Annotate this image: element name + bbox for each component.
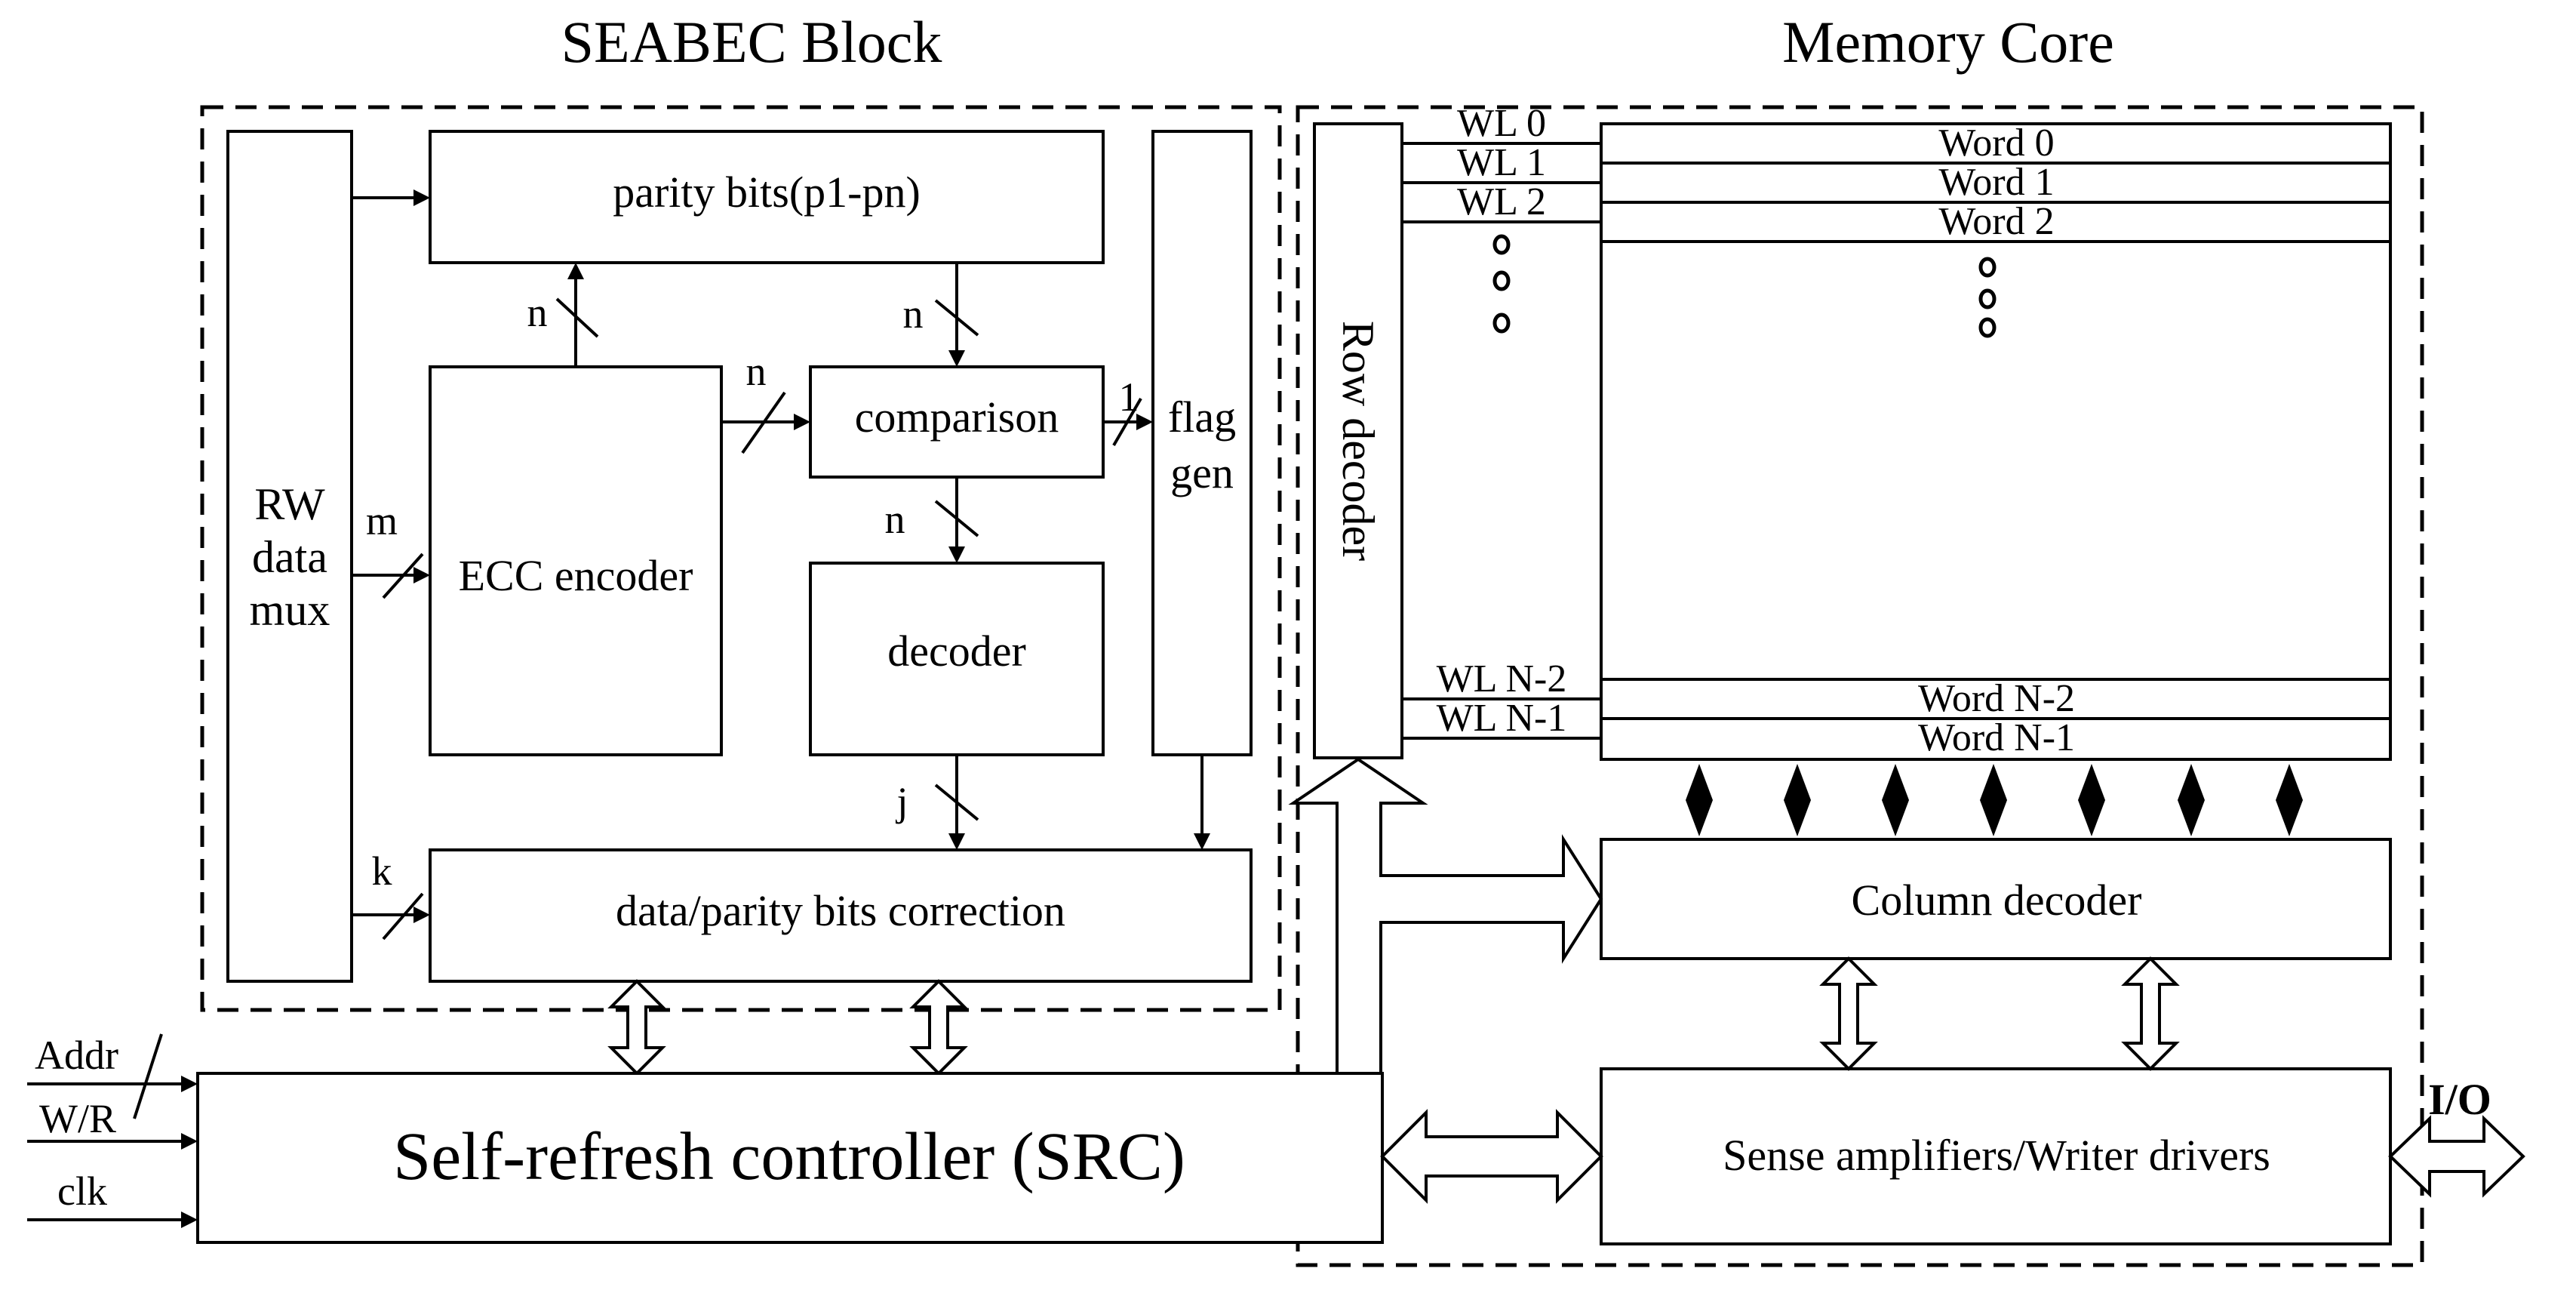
src-to-decoders-arrow <box>1288 757 1603 1075</box>
addr-bus-slash <box>133 1033 163 1119</box>
ecc-encoder-label: ECC encoder <box>459 551 693 600</box>
bus-label-m: m <box>366 498 398 543</box>
data-parity-correction-box: data/parity bits correction <box>429 848 1253 983</box>
bus-label-n-encoder: n <box>527 290 548 335</box>
wordline-label-1: WL 1 <box>1457 141 1546 184</box>
comparison-label: comparison <box>855 393 1059 442</box>
bus-label-n-decoder: n <box>885 497 905 542</box>
column-decoder-label: Column decoder <box>1852 876 2142 925</box>
rw-mux-label-1: RW <box>254 479 325 529</box>
bus-label-n-parity: n <box>903 291 924 337</box>
flag-gen-label-2: gen <box>1170 448 1234 497</box>
correction-label: data/parity bits correction <box>616 886 1065 935</box>
bus-slash-j <box>934 783 979 821</box>
bus-label-one: 1 <box>1119 374 1139 420</box>
bus-slash-one <box>1112 397 1142 447</box>
encoder-to-comparison-arrowhead <box>794 414 810 430</box>
addr-input-arrowhead <box>181 1076 198 1092</box>
bus-slash-n-parity <box>934 299 979 337</box>
sense-amplifiers-box: Sense amplifiers/Writer drivers <box>1600 1067 2392 1245</box>
wordline-ellipsis <box>1492 234 1511 334</box>
bus-label-n-compare: n <box>746 349 767 394</box>
seabec-block-region <box>200 105 1282 1012</box>
parity-to-comparison-arrowhead <box>948 350 965 367</box>
bus-slash-k <box>382 892 424 941</box>
bus-slash-m <box>382 553 424 599</box>
column-sense-double-arrow-2 <box>2121 956 2180 1071</box>
bitline-connectors <box>1686 764 2303 836</box>
clk-input-arrowhead <box>181 1211 198 1228</box>
comparison-box: comparison <box>809 365 1105 479</box>
self-refresh-controller-box: Self-refresh controller (SRC) <box>196 1072 1384 1244</box>
wordline-label-2: WL 2 <box>1457 180 1546 223</box>
rw-mux-label-2: data <box>252 532 327 582</box>
bus-slash-n-encoder <box>555 297 599 338</box>
word-label-0: Word 0 <box>1938 122 2054 165</box>
correction-src-double-arrow-1 <box>607 979 666 1076</box>
encoder-to-parity-arrowhead <box>567 263 584 279</box>
src-sense-double-arrow <box>1380 1109 1603 1204</box>
correction-src-double-arrow-2 <box>909 979 968 1076</box>
sense-amplifiers-label: Sense amplifiers/Writer drivers <box>1723 1131 2270 1180</box>
flag-gen-box: flag gen <box>1151 130 1253 756</box>
flag-gen-label-1: flag <box>1168 393 1236 442</box>
wr-input-label: W/R <box>39 1096 116 1141</box>
column-sense-double-arrow-1 <box>1819 956 1878 1071</box>
memory-core-title: Memory Core <box>1782 9 2114 75</box>
bus-slash-n-compare <box>741 391 786 454</box>
wordline-label-n-1: WL N-1 <box>1437 697 1567 740</box>
seabec-title: SEABEC Block <box>561 9 942 75</box>
io-double-arrow <box>2388 1115 2525 1198</box>
memory-array <box>1600 122 2392 761</box>
word-label-n-1: Word N-1 <box>1918 716 2075 759</box>
bus-label-k: k <box>372 848 392 894</box>
mux-to-encoder-arrowhead <box>413 567 430 583</box>
wr-input-arrowhead <box>181 1133 198 1150</box>
bus-slash-n-decoder <box>934 500 979 537</box>
column-decoder-box: Column decoder <box>1600 838 2392 960</box>
bus-label-j: j <box>895 779 908 824</box>
ecc-encoder-box: ECC encoder <box>429 365 723 756</box>
parity-bits-box: parity bits(p1-pn) <box>429 130 1105 264</box>
wordline-label-n-2: WL N-2 <box>1437 657 1567 700</box>
memory-core-region <box>1296 105 2424 1267</box>
comparison-to-flag-arrowhead <box>1136 414 1153 430</box>
rw-mux-label-3: mux <box>250 585 330 635</box>
src-label: Self-refresh controller (SRC) <box>393 1119 1185 1194</box>
row-decoder-label: Row decoder <box>1333 321 1383 561</box>
rw-data-mux: RW data mux <box>226 130 353 983</box>
mux-to-parity-arrowhead <box>413 189 430 206</box>
word-ellipsis <box>1978 257 1997 338</box>
decoder-to-correction-arrowhead <box>948 833 965 850</box>
word-label-2: Word 2 <box>1938 200 2054 243</box>
row-decoder-box: Row decoder <box>1313 122 1403 759</box>
decoder-label: decoder <box>887 626 1026 676</box>
decoder-box: decoder <box>809 562 1105 756</box>
word-label-1: Word 1 <box>1938 161 2054 204</box>
addr-input-label: Addr <box>35 1033 118 1078</box>
word-label-n-2: Word N-2 <box>1918 677 2075 720</box>
wordline-label-0: WL 0 <box>1457 102 1546 145</box>
comparison-to-decoder-arrowhead <box>948 546 965 563</box>
flag-to-correction-arrowhead <box>1194 833 1210 850</box>
io-label: I/O <box>2428 1075 2491 1124</box>
clk-input-label: clk <box>57 1168 107 1214</box>
mux-to-correction-arrowhead <box>413 907 430 923</box>
parity-bits-label: parity bits(p1-pn) <box>613 168 921 217</box>
